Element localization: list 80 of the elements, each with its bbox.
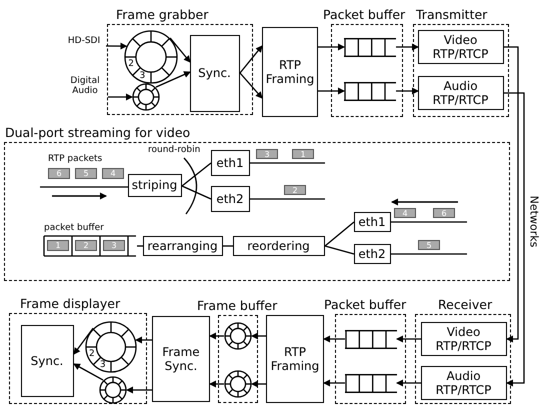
process-box: RTP Framing	[266, 315, 324, 403]
process-box: eth2	[354, 244, 390, 264]
line	[182, 162, 212, 186]
process-box: Video RTP/RTCP	[418, 30, 504, 64]
line	[391, 253, 467, 255]
process-box: eth2	[210, 186, 250, 212]
packet-number: 2	[75, 240, 97, 251]
process-box: Audio RTP/RTCP	[418, 76, 504, 110]
line	[324, 245, 354, 255]
packet-number: 3	[256, 149, 278, 159]
line	[40, 186, 128, 188]
arrow	[251, 332, 266, 340]
packet-number: 1	[47, 240, 69, 251]
line	[324, 222, 354, 246]
group-title: Packet buffer	[324, 297, 406, 312]
packet-number: 4	[102, 168, 124, 179]
packet-number: 6	[48, 168, 70, 179]
packet-number: 1	[292, 149, 314, 159]
packet-number: 6	[433, 208, 455, 218]
segment-number: 2	[128, 59, 134, 70]
line	[223, 245, 233, 247]
arrow	[323, 380, 345, 386]
arrow	[396, 88, 419, 94]
segment-number: 3	[100, 360, 106, 370]
arrow	[251, 380, 266, 388]
arrow	[504, 46, 519, 342]
group-title: Frame grabber	[116, 7, 208, 22]
text-label: RTP packets	[48, 154, 104, 165]
arrow	[240, 72, 263, 99]
packet-number: 3	[103, 240, 125, 251]
arrow	[209, 380, 224, 388]
process-box: reordering	[232, 236, 324, 256]
process-box: Sync.	[20, 324, 74, 396]
text-label: packet buffer	[44, 223, 105, 234]
arrow	[396, 336, 421, 342]
arrow	[318, 44, 345, 50]
process-box: RTP Framing	[262, 27, 318, 117]
group-title: Frame displayer	[20, 296, 120, 311]
process-box: Video RTP/RTCP	[420, 322, 506, 356]
process-box: Frame Sync.	[152, 316, 210, 402]
segment-number: 2	[89, 349, 95, 360]
line	[391, 221, 467, 223]
group-title: Dual-port streaming for video	[5, 125, 190, 140]
arrow	[73, 328, 94, 355]
process-box: rearranging	[142, 236, 222, 256]
process-box: Audio RTP/RTCP	[420, 366, 506, 400]
packet-number: 5	[418, 240, 440, 250]
process-box: eth1	[210, 150, 250, 176]
arrow	[156, 71, 191, 88]
arrow	[135, 336, 152, 344]
process-box: eth1	[354, 212, 390, 232]
arrow	[170, 38, 191, 63]
segment-number: 3	[140, 70, 146, 81]
line	[182, 185, 212, 200]
group-title: Receiver	[438, 297, 492, 312]
group-title: Packet buffer	[323, 7, 406, 22]
network-label: Networks	[528, 194, 540, 250]
line	[250, 162, 325, 164]
arrow	[106, 42, 128, 50]
arrow	[126, 386, 152, 394]
arrow	[504, 92, 525, 386]
text-label: round-robin	[148, 145, 202, 156]
arrow	[209, 332, 224, 340]
signal-label: Digital Audio	[62, 76, 108, 98]
arrow	[73, 363, 104, 381]
group-title: Transmitter	[416, 7, 488, 22]
process-box: Sync.	[190, 34, 240, 112]
line	[250, 198, 325, 200]
arrow	[318, 88, 345, 94]
packet-number: 5	[75, 168, 97, 179]
arrow	[396, 44, 419, 50]
packet-number: 4	[394, 208, 416, 218]
signal-label: HD-SDI	[62, 36, 106, 48]
process-box: striping	[128, 174, 182, 196]
arrow	[396, 380, 421, 386]
arrow	[323, 336, 345, 342]
arrow	[240, 45, 263, 74]
arrow	[108, 94, 133, 100]
group-title: Frame buffer	[197, 298, 278, 313]
packet-number: 2	[284, 185, 306, 195]
